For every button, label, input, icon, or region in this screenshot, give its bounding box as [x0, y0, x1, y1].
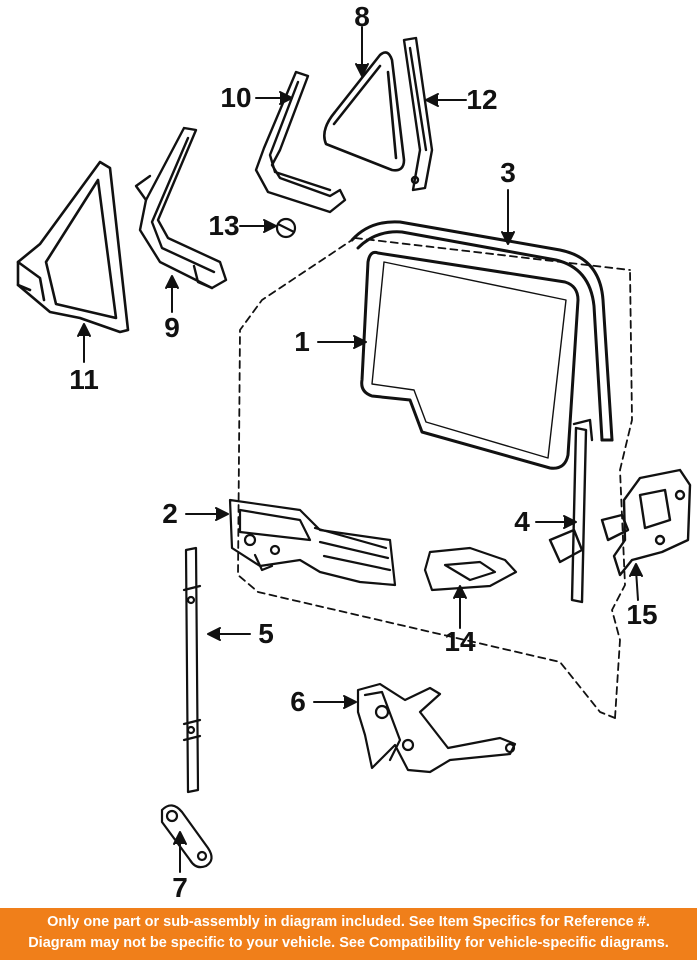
- glass-run-channel-part: [350, 220, 614, 442]
- vent-frame-part: [134, 126, 228, 290]
- door-latch-part: [600, 468, 692, 577]
- division-bar-part: [402, 36, 434, 192]
- callout-2: 2: [162, 498, 178, 529]
- vent-glass-part: [323, 51, 406, 172]
- callout-15: 15: [626, 599, 658, 630]
- callout-10: 10: [220, 82, 252, 113]
- lock-bracket-part: [423, 546, 518, 592]
- callout-12: 12: [466, 84, 498, 115]
- vent-weatherstrip-part: [254, 70, 347, 214]
- diagram-drawing: [16, 26, 692, 873]
- disclaimer-line-1: Only one part or sub-assembly in diagram…: [47, 914, 650, 930]
- callout-4: 4: [514, 506, 530, 537]
- leader-lines: [77, 26, 643, 873]
- callout-5: 5: [258, 618, 274, 649]
- door-glass-part: [360, 250, 580, 470]
- window-crank-part: [160, 804, 213, 869]
- window-regulator-front-part: [228, 498, 397, 587]
- callout-1: 1: [294, 326, 310, 357]
- callout-6: 6: [290, 686, 306, 717]
- callout-11: 11: [69, 364, 99, 395]
- front-run-channel-part: [548, 418, 594, 604]
- callout-13: 13: [208, 210, 240, 241]
- clip-part: [275, 217, 297, 239]
- callout-14: 14: [444, 626, 476, 657]
- parts-diagram: 8 10 12 3 13 9 11 1 2 4 5 14 15 6 7: [16, 1, 692, 903]
- disclaimer-line-2: Diagram may not be specific to your vehi…: [28, 935, 669, 951]
- callout-9: 9: [164, 312, 180, 343]
- window-regulator-part: [356, 682, 517, 774]
- door-shell-outline: [237, 237, 633, 719]
- callout-3: 3: [500, 157, 516, 188]
- regulator-channel-part: [182, 546, 202, 794]
- disclaimer-banner: Only one part or sub-assembly in diagram…: [0, 908, 697, 960]
- vent-assembly-part: [16, 160, 130, 334]
- callout-7: 7: [172, 872, 188, 903]
- callout-8: 8: [354, 1, 370, 32]
